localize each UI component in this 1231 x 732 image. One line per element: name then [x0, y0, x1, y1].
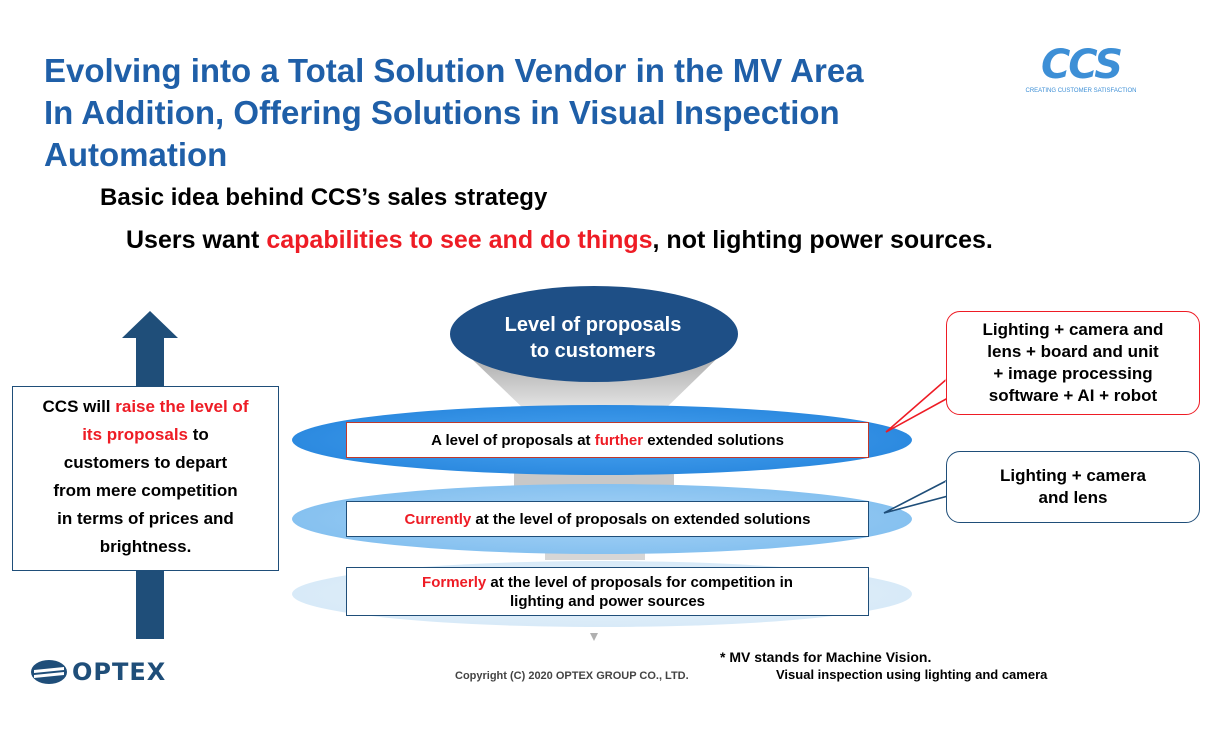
level-bottom-line1: at the level of proposals for competitio… [486, 573, 793, 591]
funnel-top-ellipse [450, 286, 738, 382]
funnel-label-line-1: Level of proposals [504, 314, 682, 336]
left-box-line-6: brightness. [99, 537, 192, 556]
key-message-highlight: capabilities to see and do things [266, 226, 653, 254]
level-bottom-highlight: Formerly [422, 573, 487, 591]
callout-top-line-3: + image processing [993, 364, 1153, 383]
callout-top-pointer [885, 376, 949, 433]
left-explanation-box: CCS will raise the level of its proposal… [12, 386, 279, 571]
funnel-tip [590, 633, 598, 641]
left-box-highlight-2: its proposals [82, 425, 189, 444]
key-message: Users want capabilities to see and do th… [126, 226, 993, 255]
left-box-part2: to [188, 425, 209, 444]
funnel-graphic [450, 286, 738, 641]
subtitle: Basic idea behind CCS’s sales strategy [100, 184, 548, 211]
level-box-middle: Currently at the level of proposals on e… [346, 501, 869, 537]
left-box-line-5: in terms of prices and [57, 509, 234, 528]
callout-middle-line-2: and lens [1038, 488, 1108, 507]
level-top-after: extended solutions [643, 431, 784, 449]
footnote-line-2: Visual inspection using lighting and cam… [776, 667, 1048, 682]
callout-middle-pointer [883, 478, 949, 514]
left-box-line-4: from mere competition [53, 481, 238, 500]
ccs-logo-tagline: CREATING CUSTOMER SATISFACTION [1025, 88, 1136, 94]
level-top-before: A level of proposals at [431, 431, 595, 449]
callout-middle-line-1: Lighting + camera [1000, 466, 1146, 485]
optex-logo: OPTEX [30, 658, 166, 686]
optex-logo-icon [31, 660, 67, 684]
funnel-label-line-2: to customers [530, 340, 656, 362]
level-middle-highlight: Currently [404, 510, 472, 528]
callout-middle: Lighting + camera and lens [946, 451, 1200, 523]
title-line-2: In Addition, Offering Solutions in Visua… [44, 94, 840, 131]
level-top-highlight: further [594, 431, 644, 449]
level-bottom-line2: lighting and power sources [509, 592, 706, 610]
key-message-after: , not lighting power sources. [652, 226, 993, 254]
callout-top-line-2: lens + board and unit [987, 342, 1159, 361]
title-line-1: Evolving into a Total Solution Vendor in… [44, 52, 864, 89]
funnel-label: Level of proposals to customers [470, 312, 716, 364]
left-box-line-3: customers to depart [63, 453, 228, 472]
left-box-highlight-1: raise the level of [115, 397, 249, 416]
copyright: Copyright (C) 2020 OPTEX GROUP CO., LTD. [455, 670, 689, 682]
ccs-logo-text: CCS [1041, 44, 1121, 88]
optex-logo-text: OPTEX [72, 658, 167, 686]
title-line-3: Automation [44, 136, 228, 173]
page-title: Evolving into a Total Solution Vendor in… [44, 50, 1004, 176]
callout-top-line-4: software + AI + robot [988, 386, 1158, 405]
key-message-before: Users want [126, 226, 267, 254]
footnote-line-1: * MV stands for Machine Vision. [720, 649, 932, 665]
level-box-top: A level of proposals at further extended… [346, 422, 869, 458]
ccs-logo: CCS CREATING CUSTOMER SATISFACTION [1025, 44, 1136, 94]
left-box-part1: CCS will [42, 397, 116, 416]
level-box-bottom: Formerly at the level of proposals for c… [346, 567, 869, 616]
level-middle-after: at the level of proposals on extended so… [471, 510, 811, 528]
callout-top: Lighting + camera and lens + board and u… [946, 311, 1200, 415]
callout-top-line-1: Lighting + camera and [982, 320, 1164, 339]
